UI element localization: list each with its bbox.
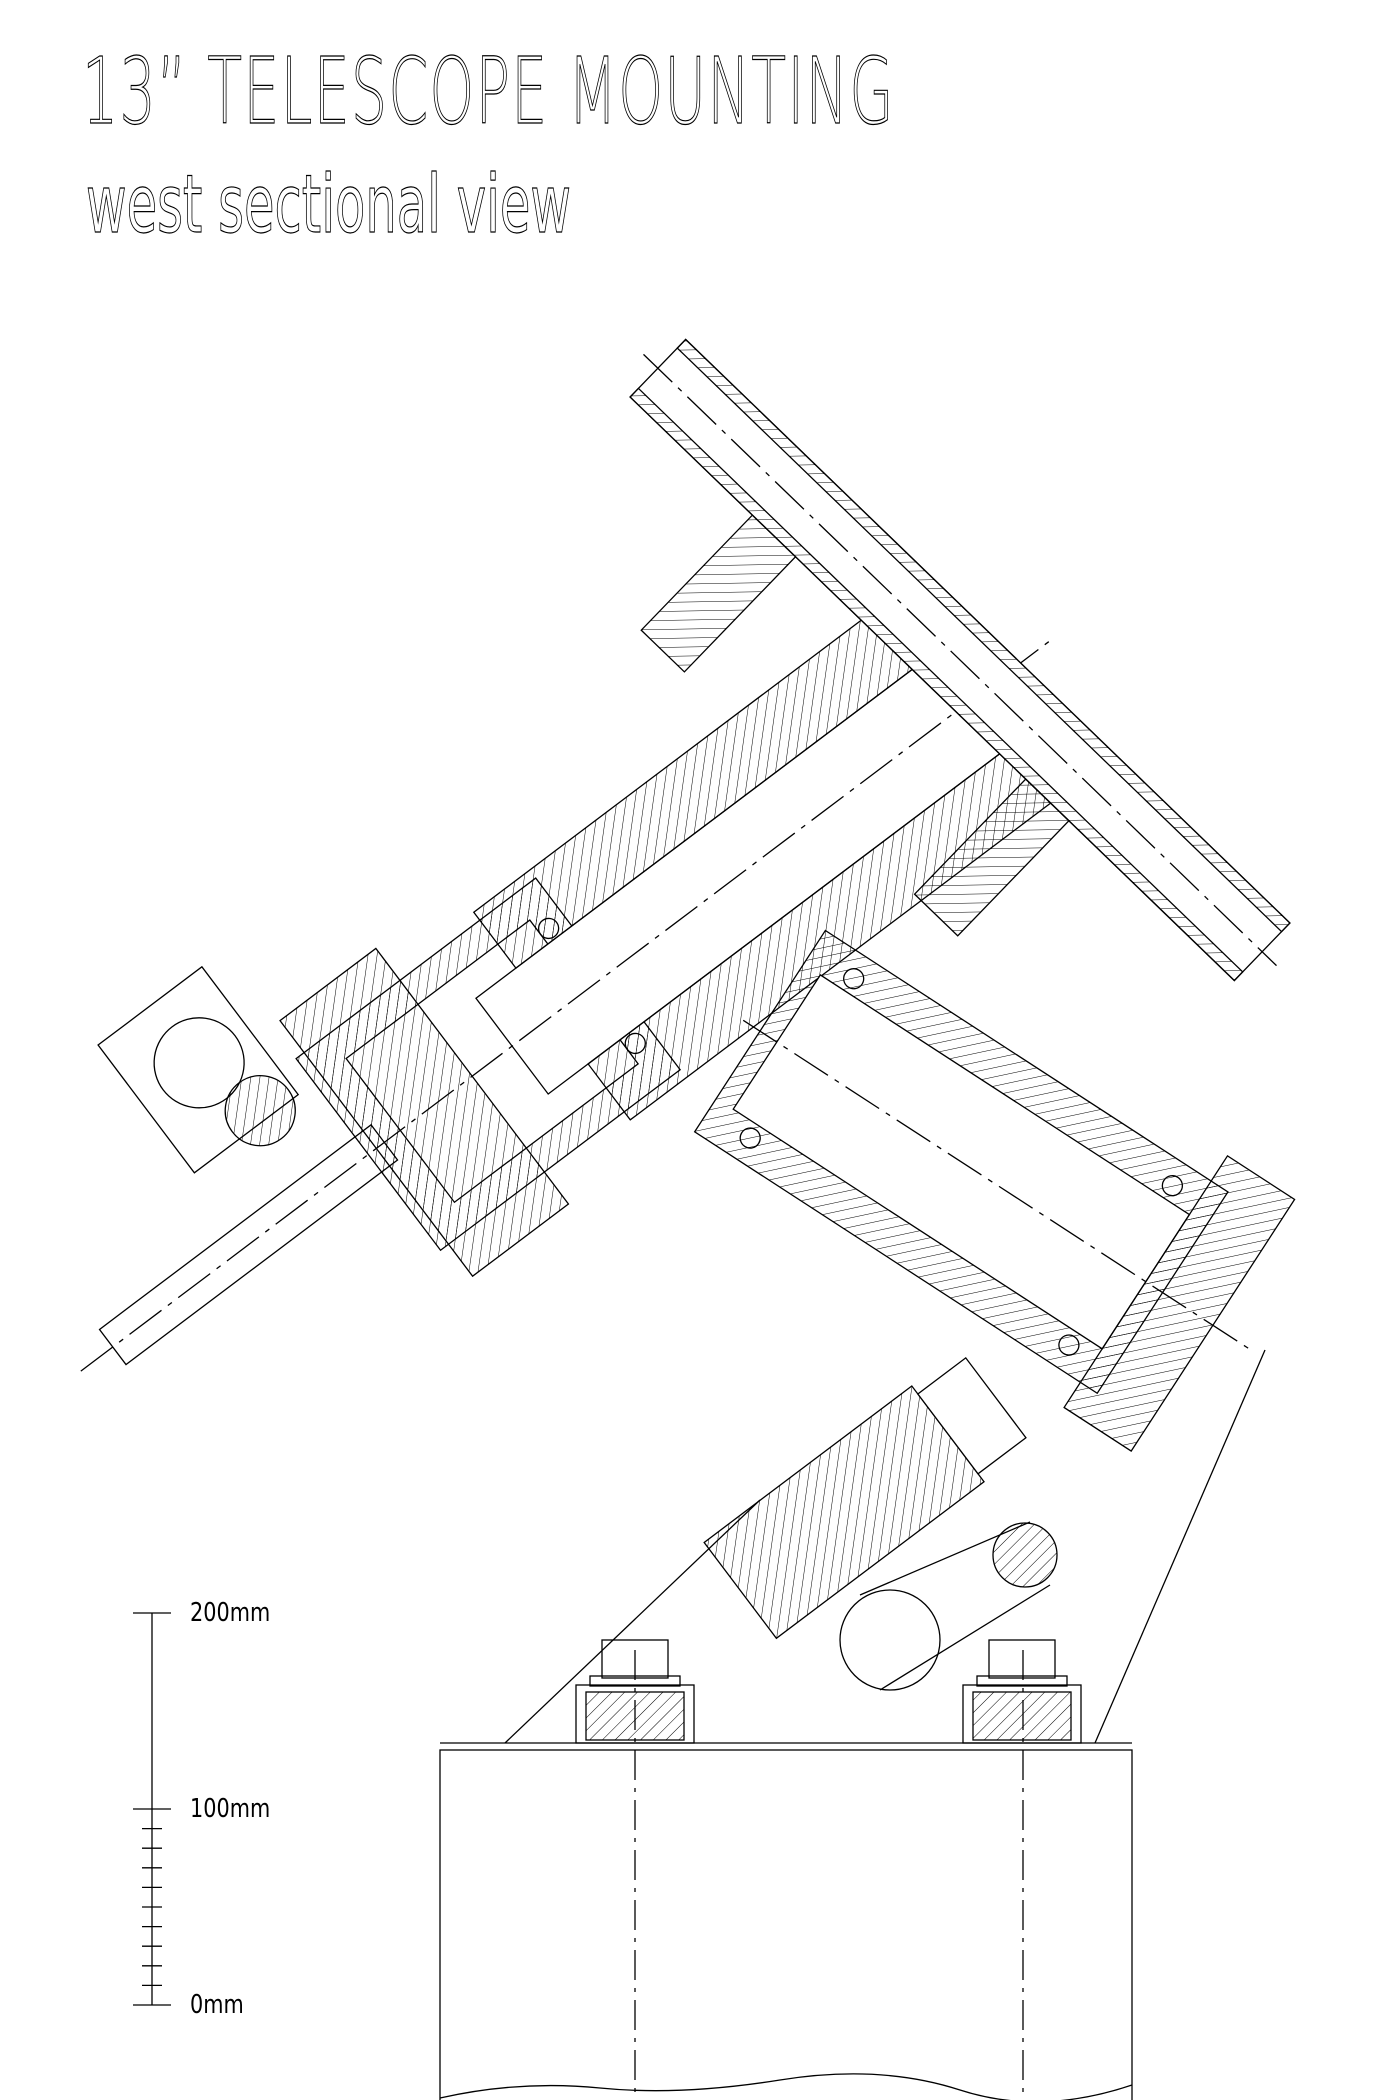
polar-axis-assembly [80,574,1079,1372]
telescope-saddle [629,338,1291,982]
drawing-title: 13” TELESCOPE MOUNTING [82,37,895,145]
drawing-subtitle: west sectional view [86,157,572,251]
pier [439,1349,1266,2100]
foot-bolt-right [962,1639,1082,1744]
scale-label-100: 100mm [190,1794,271,1824]
scale-label-0: 0mm [190,1990,244,2020]
ra-drive-motor [839,1521,1058,1691]
scale-label-200: 200mm [190,1598,271,1628]
declination-axis-assembly [693,929,1296,1452]
foot-bolt-left [575,1639,695,1744]
base-block [703,1356,1027,1640]
scale-bar [133,1612,171,2006]
